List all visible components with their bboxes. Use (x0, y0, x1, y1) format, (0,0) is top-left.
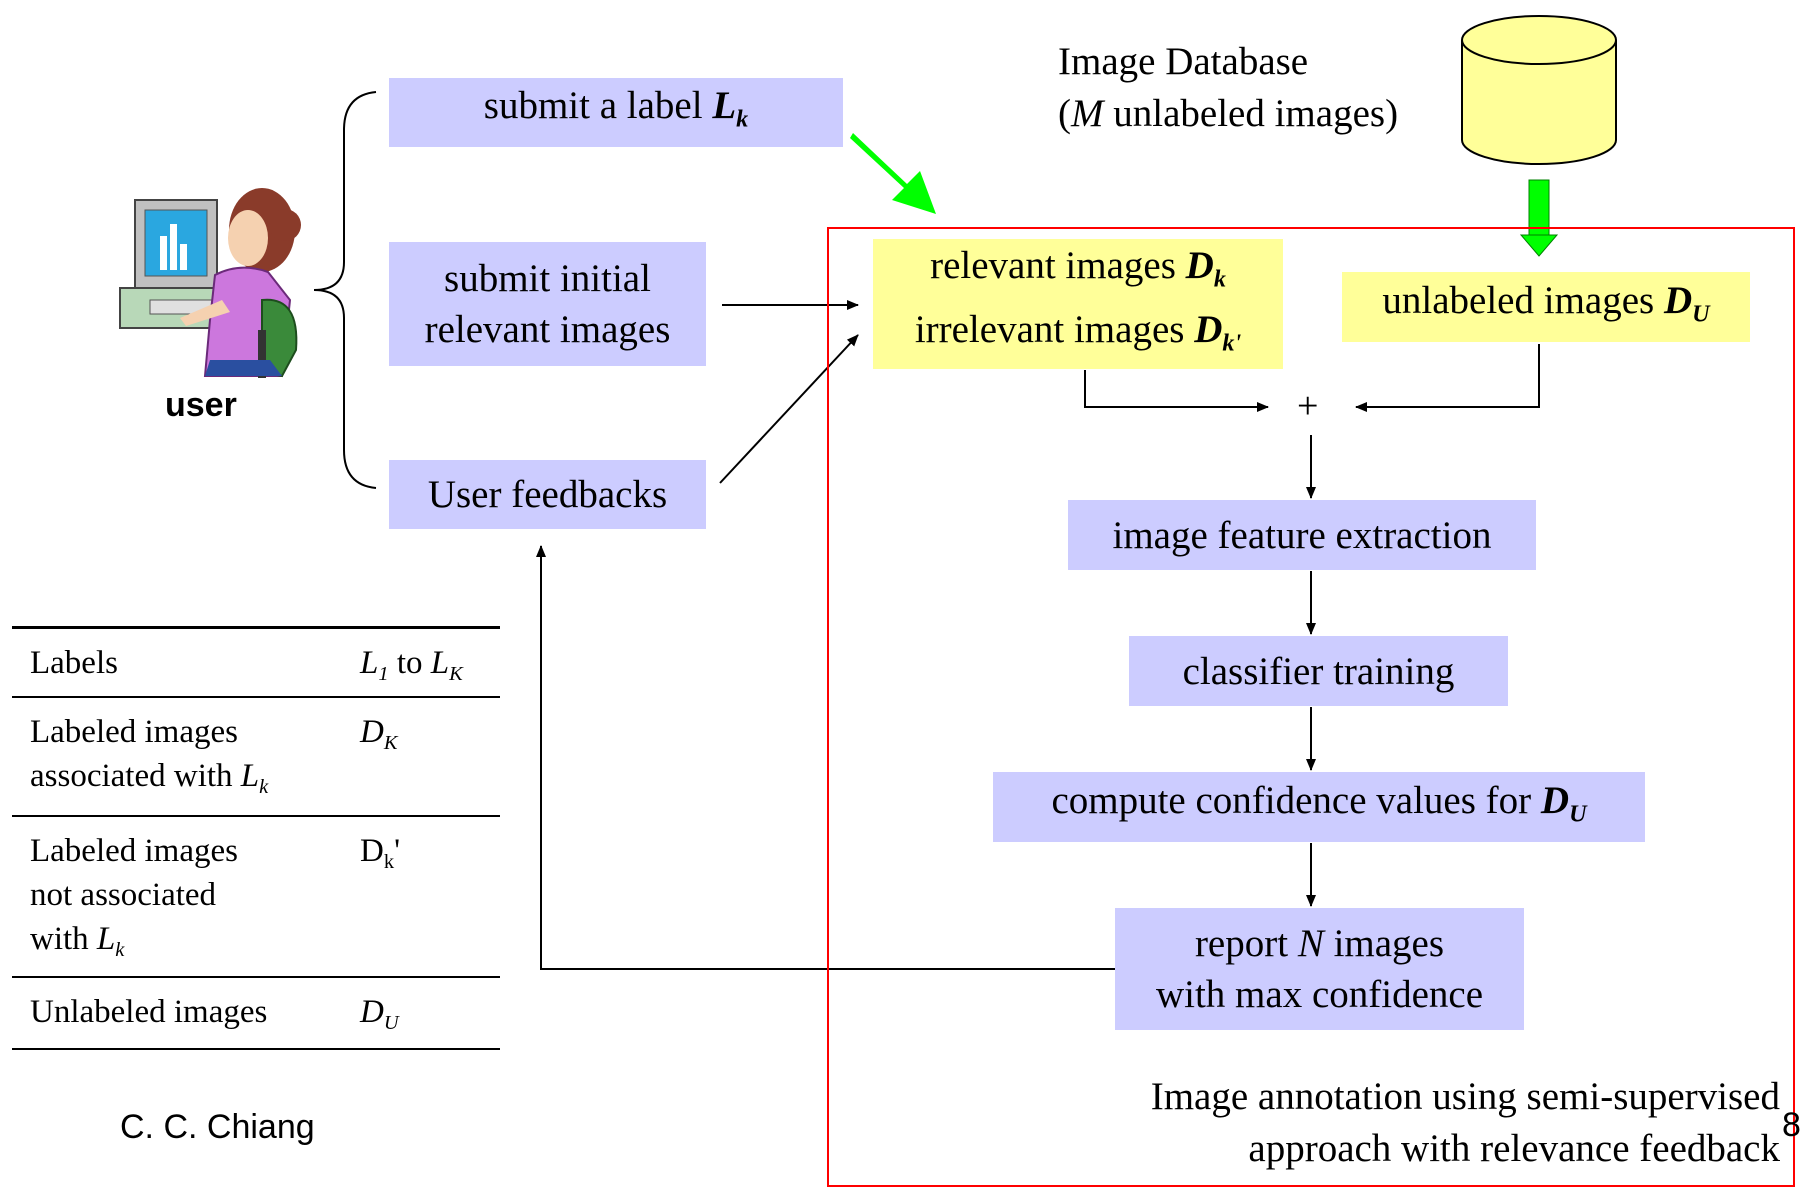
database-icon (1461, 15, 1617, 165)
green-diagonal-arrow (850, 133, 936, 214)
table-row: Labeled images associated with Lk DK (12, 697, 500, 817)
submit-label-box: submit a label Lk (389, 78, 843, 147)
user-computer-icon (119, 188, 301, 378)
confidence-values-box: compute confidence values for DU (993, 772, 1645, 842)
arrow-relevant-to-plus (1084, 370, 1269, 412)
table-row: Unlabeled images DU (12, 977, 500, 1050)
user-feedback-box: User feedbacks (389, 460, 706, 529)
combine-plus: + (1297, 385, 1319, 427)
report-images-box: report N images with max confidence (1115, 908, 1524, 1030)
figure-caption: Image annotation using semi-supervised a… (1150, 1075, 1780, 1170)
arrow-unlabeled-to-plus (1355, 344, 1540, 412)
submit-initial-box: submit initial relevant images (389, 242, 706, 366)
table-row: Labels L1 to LK (12, 627, 500, 698)
notation-table: Labels L1 to LK Labeled images associate… (12, 626, 500, 1050)
feature-extraction-box: image feature extraction (1068, 500, 1536, 570)
annotation-system-frame (827, 227, 1795, 1187)
user-brace (313, 91, 377, 489)
green-down-arrow (1519, 179, 1559, 257)
arrow-feedback-to-relevant (719, 334, 859, 484)
database-caption: Image Database (M unlabeled images) (1058, 40, 1399, 135)
table-row: Labeled images not associated with Lk Dk… (12, 816, 500, 978)
author-label: C. C. Chiang (120, 1108, 315, 1146)
classifier-training-box: classifier training (1129, 636, 1508, 706)
relevant-irrelevant-box: relevant images Dk irrelevant images Dk' (873, 239, 1283, 369)
unlabeled-images-box: unlabeled images DU (1342, 272, 1750, 342)
arrow-report-to-feedback (536, 545, 1115, 970)
page-number: 8 (1782, 1106, 1801, 1144)
user-label: user (165, 386, 237, 424)
